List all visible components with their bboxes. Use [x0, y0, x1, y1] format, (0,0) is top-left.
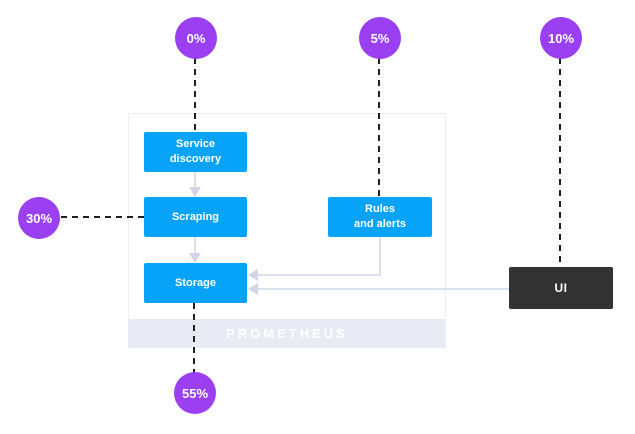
node-scraping: Scraping: [144, 197, 247, 237]
node-service-discovery-label-line1: Service: [175, 138, 216, 151]
node-service-discovery: Service discovery: [144, 132, 247, 172]
badge-10-percent-label: 10%: [547, 30, 575, 46]
arrowhead-left-rules-icon: [248, 269, 258, 281]
badge-30-percent-label: 30%: [25, 210, 53, 226]
node-ui-label: UI: [554, 280, 568, 295]
prometheus-label: PROMETHEUS: [226, 325, 348, 341]
badge-10-percent: 10%: [540, 17, 582, 59]
connector-rules-to-storage: [258, 274, 381, 276]
node-rules-and-alerts: Rules and alerts: [328, 197, 432, 237]
node-storage-label: Storage: [175, 276, 216, 289]
badge-5-percent: 5%: [359, 17, 401, 59]
connector-scraping-to-storage: [194, 237, 196, 253]
badge-0-percent-label: 0%: [186, 30, 206, 46]
badge-0-percent: 0%: [175, 17, 217, 59]
badge-30-percent: 30%: [18, 197, 60, 239]
arrowhead-down-scraping-icon: [189, 187, 201, 197]
dashed-line-0-percent: [194, 58, 196, 132]
dashed-line-10-percent: [559, 58, 561, 267]
dashed-line-55-percent: [193, 303, 195, 374]
node-rules-label-line1: Rules: [365, 203, 395, 216]
connector-ui-to-storage: [258, 288, 509, 290]
prometheus-band: PROMETHEUS: [129, 319, 445, 347]
dashed-line-30-percent: [61, 216, 144, 218]
arrowhead-left-ui-icon: [248, 283, 258, 295]
connector-service-to-scraping: [194, 172, 196, 187]
node-service-discovery-label-line2: discovery: [169, 153, 222, 165]
connector-rules-elbow-vertical: [379, 237, 381, 276]
dashed-line-5-percent: [378, 58, 380, 197]
node-storage: Storage: [144, 263, 247, 303]
badge-5-percent-label: 5%: [370, 30, 390, 46]
node-rules-label-line2: and alerts: [354, 218, 406, 230]
node-scraping-label: Scraping: [171, 210, 220, 223]
badge-55-percent-label: 55%: [181, 385, 209, 401]
badge-55-percent: 55%: [174, 372, 216, 414]
node-ui: UI: [509, 267, 613, 309]
arrowhead-down-storage-icon: [189, 253, 201, 263]
